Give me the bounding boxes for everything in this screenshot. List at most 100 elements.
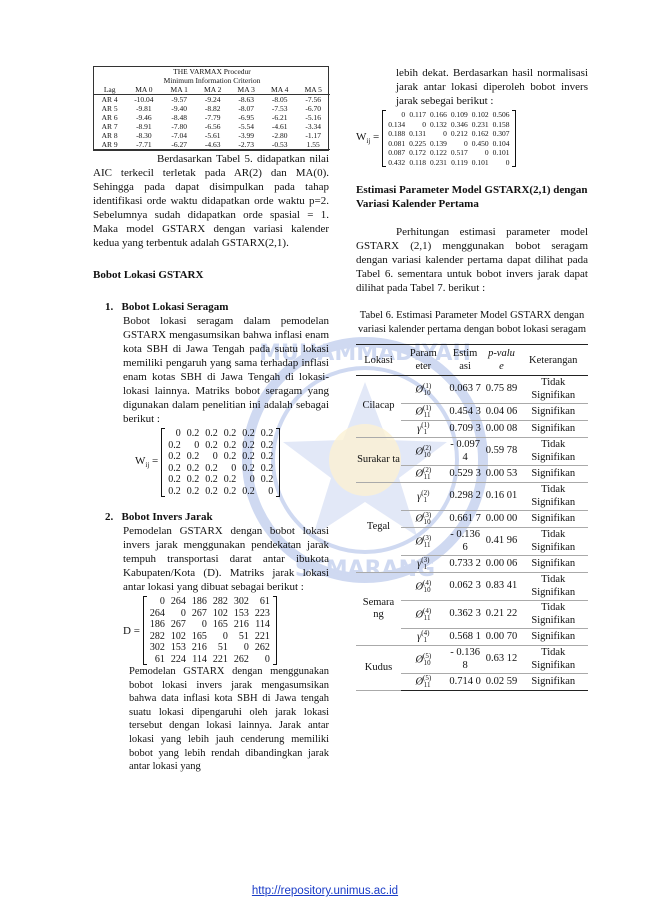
p-value-cell: 0.00 70 bbox=[484, 628, 519, 646]
keterangan-cell: Signifikan bbox=[518, 465, 588, 483]
parameter-superscript: (5) bbox=[423, 651, 432, 660]
matrix-cell: 0.2 bbox=[260, 474, 274, 485]
matrix-cell: 264 bbox=[170, 596, 186, 607]
matrix-cell: 0 bbox=[201, 619, 207, 630]
matrix-cell: 0 bbox=[505, 157, 510, 167]
parameter-symbol: Ø bbox=[415, 608, 424, 620]
varmax-table: THE VARMAX Procedur Minimum Information … bbox=[94, 67, 330, 150]
matrix-cell: 0 bbox=[222, 630, 228, 642]
matrix-cell: 0.346 bbox=[450, 119, 468, 129]
parameter-subscript: 11 bbox=[423, 473, 431, 481]
location-cell: Cilacap bbox=[356, 375, 401, 438]
matrix-cell: 282 bbox=[149, 630, 165, 642]
matrix-cell: 186 bbox=[149, 619, 165, 630]
matrix-cell: 302 bbox=[149, 642, 165, 653]
matrix-cell: 165 bbox=[212, 619, 228, 630]
parameter-symbol: Ø bbox=[415, 653, 424, 665]
varmax-cell: -2.80 bbox=[271, 131, 288, 140]
estimate-cell: 0.529 3 bbox=[445, 465, 485, 483]
varmax-row: AR 6-9.46-8.48-7.79-6.95-6.21-5.16 bbox=[94, 113, 330, 122]
varmax-row: AR 5-9.81-9.40-8.82-8.07-7.53-6.70 bbox=[94, 104, 330, 113]
parameter-symbol: γ bbox=[417, 631, 422, 643]
matrix-cell: 0 bbox=[180, 607, 186, 619]
matrix-cell: 0.2 bbox=[260, 451, 274, 462]
parameter-subscript: 10 bbox=[423, 585, 431, 594]
parameter-subscript: 10 bbox=[423, 658, 431, 667]
repository-link[interactable]: http://repository.unimus.ac.id bbox=[251, 885, 399, 897]
parameter-subscript: 11 bbox=[423, 540, 431, 549]
parameter-symbol: γ bbox=[417, 490, 422, 502]
estimate-cell: 0.362 3 bbox=[445, 600, 485, 629]
estimate-cell: - 0.097 4 bbox=[445, 437, 485, 466]
varmax-cell: -7.04 bbox=[171, 131, 187, 140]
keterangan-cell: Signifikan bbox=[518, 555, 588, 573]
p-value-cell: 0.00 06 bbox=[484, 555, 519, 573]
matrix-cell: 0.2 bbox=[186, 451, 200, 462]
keterangan-cell: Signifikan bbox=[518, 403, 588, 421]
keterangan-cell: Tidak Signifikan bbox=[518, 572, 588, 601]
matrix-cell: 0.102 bbox=[471, 110, 489, 119]
varmax-cell: -4.63 bbox=[195, 140, 230, 150]
parameter-cell: Ø(1)10 bbox=[400, 375, 446, 404]
matrix-cell: 0.188 bbox=[388, 129, 406, 138]
estimate-cell: 0.733 2 bbox=[445, 555, 485, 573]
parameter-subscript: 10 bbox=[423, 388, 431, 397]
varmax-cell: 1.55 bbox=[296, 140, 330, 150]
matrix-cell: 0.307 bbox=[492, 129, 510, 138]
varmax-cell: AR 9 bbox=[94, 140, 126, 150]
parameter-cell: Ø(2)11 bbox=[400, 465, 446, 483]
paragraph-estimasi: Perhitungan estimasi parameter model GST… bbox=[356, 226, 588, 294]
matrix-cell: 264 bbox=[149, 607, 165, 619]
varmax-row: AR 4-10.04-9.57-9.24-8.63-8.05-7.56 bbox=[94, 95, 330, 105]
matrix-cell: 262 bbox=[254, 642, 270, 653]
p-value-cell: 0.75 89 bbox=[484, 375, 519, 404]
parameter-indices: (5)10 bbox=[423, 651, 432, 667]
matrix-cell: 114 bbox=[192, 653, 207, 665]
matrix-cell: 0.432 bbox=[388, 157, 406, 167]
varmax-cell: -8.07 bbox=[238, 104, 254, 113]
varmax-cell: -7.79 bbox=[204, 113, 221, 122]
matrix-cell: 0.2 bbox=[260, 428, 274, 439]
varmax-row: AR 7-8.91-7.80-6.56-5.54-4.61-3.34 bbox=[94, 122, 330, 131]
matrix-label-d: D = bbox=[123, 624, 140, 637]
estimate-cell: 0.709 3 bbox=[445, 420, 485, 438]
matrix-cell: 0.2 bbox=[168, 451, 181, 462]
parameter-superscript: (1) bbox=[421, 421, 430, 429]
matrix-cell: 186 bbox=[191, 596, 207, 607]
matrix-cell: 61 bbox=[259, 596, 270, 607]
paragraph-normalisasi: lebih dekat. Berdasarkan hasil normalisa… bbox=[396, 67, 588, 107]
location-cell: Kudus bbox=[356, 645, 401, 691]
varmax-cell: -7.56 bbox=[305, 95, 322, 104]
matrix-cell: 0.2 bbox=[168, 439, 181, 451]
parameter-superscript: (3) bbox=[421, 556, 430, 564]
parameter-superscript: (4) bbox=[423, 606, 432, 615]
matrix-cell: 0.225 bbox=[409, 138, 426, 148]
parameter-superscript: (4) bbox=[421, 629, 430, 637]
parameter-cell: γ(1)1 bbox=[400, 420, 446, 438]
parameter-cell: Ø(1)11 bbox=[400, 403, 446, 421]
matrix-cell: 0.506 bbox=[492, 110, 510, 119]
varmax-cell: -8.91 bbox=[136, 122, 152, 131]
parameter-symbol: Ø bbox=[415, 580, 424, 592]
matrix-cell: 0.118 bbox=[409, 157, 426, 167]
parameter-superscript: (2) bbox=[421, 488, 430, 497]
parameter-indices: (2)11 bbox=[423, 467, 431, 481]
bracket-left bbox=[382, 110, 387, 167]
matrix-cell: 0.139 bbox=[430, 138, 447, 148]
varmax-cell: -4.61 bbox=[271, 122, 288, 131]
keterangan-cell: Tidak Signifikan bbox=[518, 600, 588, 629]
matrix-cell: 0 bbox=[243, 642, 249, 653]
p-value-cell: 0.04 06 bbox=[484, 403, 519, 421]
varmax-cell: -6.56 bbox=[204, 122, 221, 131]
